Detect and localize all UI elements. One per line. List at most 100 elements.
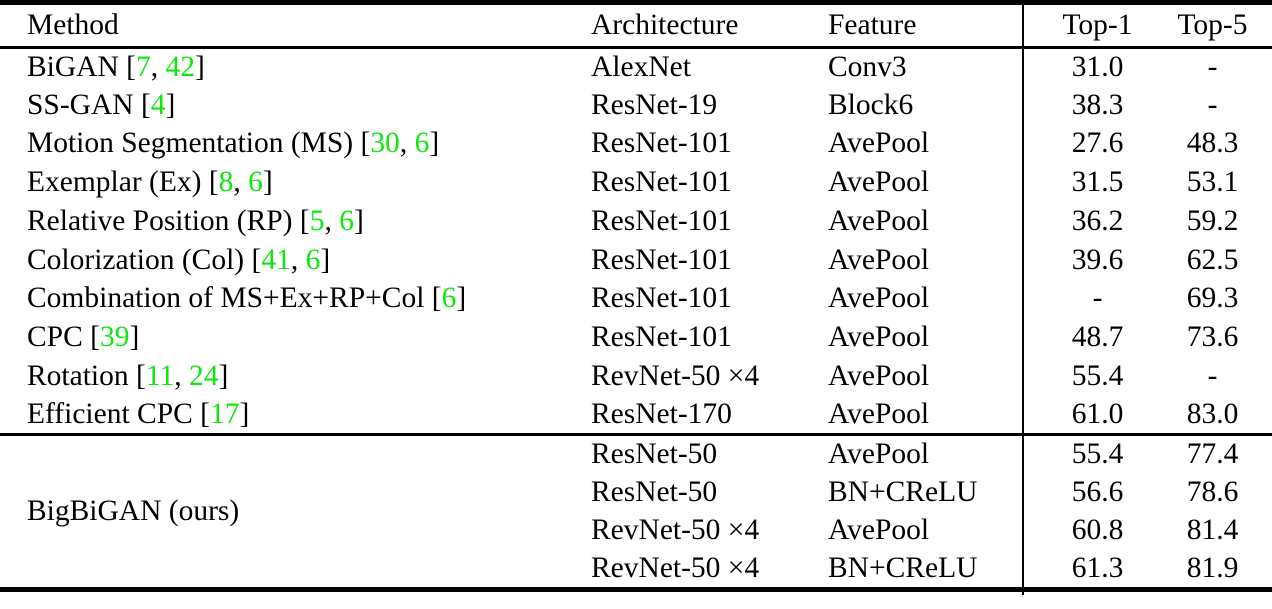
cell-top5: 83.0 xyxy=(1186,397,1239,430)
cell-method: SS-GAN [4] xyxy=(0,86,583,125)
bottom-rule-segment xyxy=(1022,586,1153,596)
citation-link[interactable]: 6 xyxy=(248,166,263,199)
column-header-feature: Feature xyxy=(828,0,1023,48)
bracket-open: [ xyxy=(140,88,151,121)
citation-group: [17] xyxy=(200,398,249,430)
bracket-close: ] xyxy=(429,127,440,160)
cell-top5: 62.5 xyxy=(1186,243,1239,276)
citation-link[interactable]: 7 xyxy=(136,50,151,83)
bracket-open: [ xyxy=(208,166,219,199)
citation-group: [8, 6] xyxy=(209,166,273,198)
citation-link[interactable]: 8 xyxy=(218,166,234,199)
table-row: Combination of MS+Ex+RP+Col [6]ResNet-10… xyxy=(0,279,1272,319)
cell-method: CPC [39] xyxy=(0,318,583,357)
cell-method-ours: BigBiGAN (ours) xyxy=(0,432,583,590)
bracket-open: [ xyxy=(126,50,136,83)
citation-link[interactable]: 41 xyxy=(261,243,291,276)
column-header-architecture: Architecture xyxy=(583,0,828,48)
cell-top5: 81.4 xyxy=(1186,514,1239,547)
citation-link[interactable]: 24 xyxy=(188,359,219,392)
cell-feature: AvePool xyxy=(828,397,930,430)
method-name: Relative Position (RP) xyxy=(27,204,293,237)
citation-link[interactable]: 39 xyxy=(99,320,130,353)
cell-architecture: RevNet-50 ×4 xyxy=(591,551,760,584)
cell-architecture: ResNet-19 xyxy=(591,88,718,121)
method-name: Colorization (Col) xyxy=(27,243,245,276)
cell-top5: - xyxy=(1207,88,1218,121)
citation-link[interactable]: 17 xyxy=(210,397,240,430)
bracket-close: ] xyxy=(262,166,273,199)
citation-group: [6] xyxy=(432,282,466,314)
method-name: Motion Segmentation (MS) xyxy=(27,127,354,160)
citation-link[interactable]: 30 xyxy=(370,127,400,160)
citation-link[interactable]: 6 xyxy=(305,243,321,276)
bracket-close: ] xyxy=(320,243,331,276)
citation-link[interactable]: 4 xyxy=(150,88,166,121)
table-row: Motion Segmentation (MS) [30, 6]ResNet-1… xyxy=(0,124,1272,164)
bracket-open: [ xyxy=(299,204,310,237)
cell-top5: 48.3 xyxy=(1186,127,1239,160)
cell-top1: 38.3 xyxy=(1022,86,1153,125)
bracket-close: ] xyxy=(165,88,176,121)
column-header-method: Method xyxy=(0,0,583,48)
citation-separator: , xyxy=(150,50,166,83)
cell-architecture: ResNet-101 xyxy=(591,243,732,276)
cell-top1: 48.7 xyxy=(1022,318,1153,357)
bracket-open: [ xyxy=(200,397,210,430)
cell-top1: - xyxy=(1022,279,1153,319)
bracket-close: ] xyxy=(129,320,140,353)
cell-feature: Conv3 xyxy=(828,46,1023,87)
citation-link[interactable]: 6 xyxy=(339,204,354,237)
cell-feature: AvePool xyxy=(828,282,930,315)
cell-top1: 27.6 xyxy=(1022,124,1153,164)
citation-group: [4] xyxy=(141,89,175,121)
cell-feature: AvePool xyxy=(828,359,930,392)
cell-feature: BN+CReLU xyxy=(828,475,978,508)
citation-group: [11, 24] xyxy=(136,360,228,392)
citation-separator: , xyxy=(399,127,415,160)
citation-link[interactable]: 5 xyxy=(309,204,325,237)
citation-link[interactable]: 6 xyxy=(414,127,430,160)
cell-method: Combination of MS+Ex+RP+Col [6] xyxy=(0,280,583,319)
cell-architecture: RevNet-50 ×4 xyxy=(591,514,760,547)
method-name: SS-GAN xyxy=(27,88,134,121)
cell-top1: 56.6 xyxy=(1022,473,1153,512)
bracket-close: ] xyxy=(218,359,229,392)
cell-top1: 61.3 xyxy=(1022,550,1153,590)
citation-group: [7, 42] xyxy=(126,51,205,83)
table-bottom-rule xyxy=(0,586,1272,596)
cell-top5: 53.1 xyxy=(1186,166,1239,199)
cell-architecture: ResNet-101 xyxy=(591,204,732,237)
column-header-top1: Top-1 xyxy=(1022,0,1153,48)
cell-architecture: ResNet-50 xyxy=(591,475,718,508)
bracket-close: ] xyxy=(239,397,250,430)
citation-separator: , xyxy=(174,359,189,392)
cell-feature: AvePool xyxy=(828,432,1023,474)
citation-link[interactable]: 11 xyxy=(145,359,175,392)
cell-architecture: AlexNet xyxy=(583,46,828,87)
cell-feature: Block6 xyxy=(828,88,914,121)
cell-feature: AvePool xyxy=(828,166,930,199)
bracket-open: [ xyxy=(251,243,262,276)
citation-link[interactable]: 42 xyxy=(165,50,196,83)
cell-top5: 81.9 xyxy=(1186,551,1239,584)
method-name: Combination of MS+Ex+RP+Col xyxy=(27,282,425,315)
cell-top5: 69.3 xyxy=(1186,282,1239,315)
bracket-open: [ xyxy=(90,320,100,353)
cell-method: Exemplar (Ex) [8, 6] xyxy=(0,164,583,203)
cell-top5: 78.6 xyxy=(1186,475,1239,508)
bracket-close: ] xyxy=(195,50,205,83)
cell-method: Motion Segmentation (MS) [30, 6] xyxy=(0,125,583,164)
cell-feature: BN+CReLU xyxy=(828,551,978,584)
cell-top1: 36.2 xyxy=(1022,202,1153,241)
column-header-top5: Top-5 xyxy=(1153,0,1272,48)
citation-link[interactable]: 6 xyxy=(441,282,457,315)
method-name: CPC xyxy=(27,320,83,353)
